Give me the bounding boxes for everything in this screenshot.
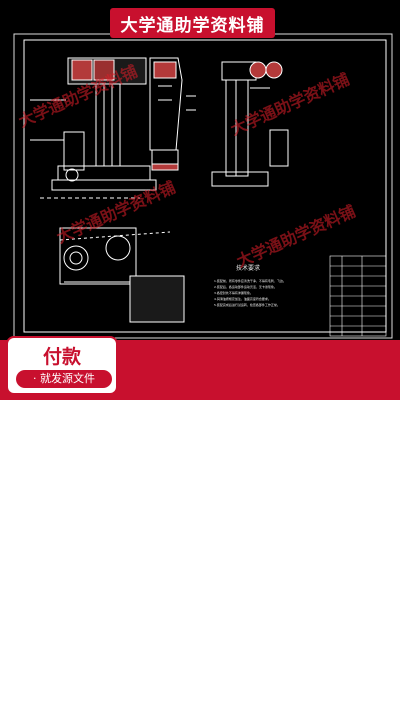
tech-title: 技术要求: [236, 264, 260, 272]
pay-note: · 就发源文件: [16, 370, 112, 388]
tech-note-1: 1.装配前，所有零件应清洗干净，不得有毛刺、飞边。: [214, 278, 286, 283]
tech-note-5: 5.装配完成后进行试运转，检查各部件工作正常。: [214, 302, 280, 307]
right-view: [211, 61, 289, 187]
cad-drawing-svg: 技术要求 1.装配前，所有零件应清洗干净，不得有毛刺、飞边。 2.装配后，各运动…: [13, 33, 393, 339]
product-image: 技术要求 1.装配前，所有零件应清洗干净，不得有毛刺、飞边。 2.装配后，各运动…: [0, 0, 400, 400]
tech-note-4: 4.润滑油按规定加注，油面高度符合要求。: [214, 296, 271, 301]
pay-badge: 付款 · 就发源文件: [8, 338, 116, 393]
side-view: [149, 57, 196, 171]
tech-note-2: 2.装配后，各运动部件运动灵活，无卡滞现象。: [214, 284, 277, 289]
tech-note-3: 3.各密封处不得有渗漏现象。: [214, 290, 253, 295]
pay-title: 付款: [42, 346, 81, 368]
store-banner: 大学通助学资料铺: [110, 8, 275, 38]
plan-view: [59, 227, 185, 323]
tech-notes: 技术要求 1.装配前，所有零件应清洗干净，不得有毛刺、飞边。 2.装配后，各运动…: [214, 264, 286, 307]
promo-text: 完整预览 联系客服发送: [130, 702, 327, 724]
parts-list-table: [329, 255, 387, 337]
cad-drawing: 技术要求 1.装配前，所有零件应清洗干净，不得有毛刺、飞边。 2.装配后，各运动…: [0, 0, 400, 340]
front-view: [30, 57, 157, 199]
